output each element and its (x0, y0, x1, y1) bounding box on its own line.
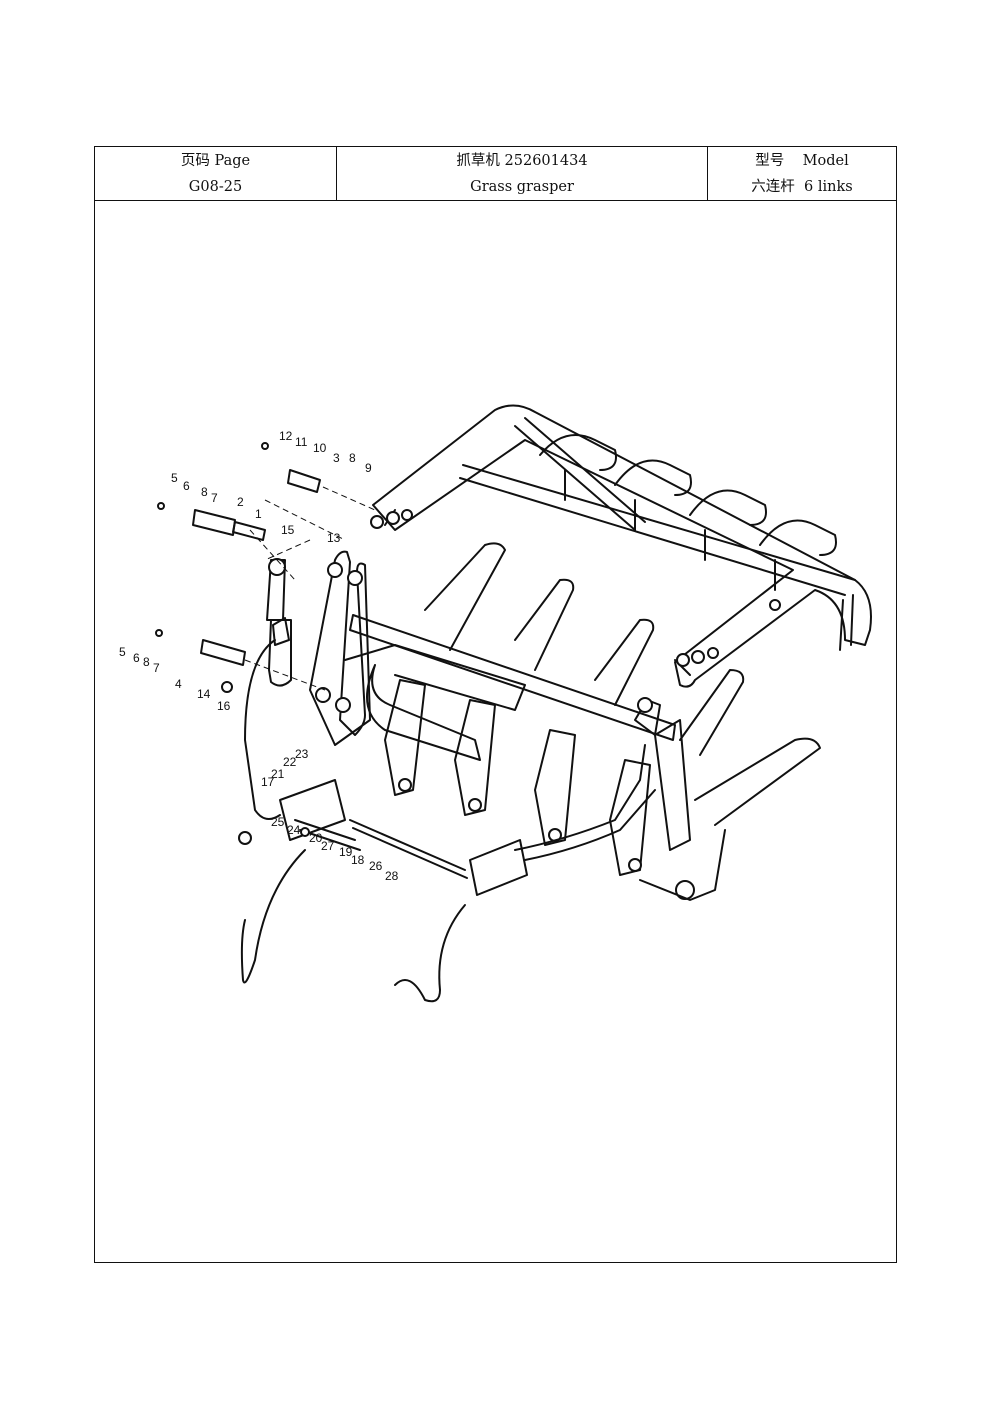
hydraulic-cylinder (266, 558, 661, 736)
callout-2: 2 (237, 495, 244, 509)
callout-3: 3 (333, 451, 340, 465)
exploded-view-drawing: 1 2 3 4 5 6 7 8 9 10 11 12 13 14 15 16 1… (95, 200, 895, 1262)
callout-20: 20 (309, 831, 323, 845)
callout-5: 5 (171, 471, 178, 485)
callout-16: 16 (217, 699, 231, 713)
callout-labels: 1 2 3 4 5 6 7 8 9 10 11 12 13 14 15 16 1… (119, 429, 399, 883)
callout-19: 19 (339, 845, 353, 859)
lower-fork-frame (309, 542, 821, 901)
model-cell: 型号 Model 六连杆 6 links (707, 147, 896, 200)
callout-24: 24 (287, 823, 301, 837)
callout-10: 10 (313, 441, 327, 455)
callout-8b: 8 (143, 655, 150, 669)
hoses (240, 639, 656, 1003)
callout-8c: 8 (349, 451, 356, 465)
callout-5b: 5 (119, 645, 126, 659)
callout-14: 14 (197, 687, 211, 701)
callout-27: 27 (321, 839, 335, 853)
model-label: 型号 Model (755, 152, 849, 169)
title-english: Grass grasper (470, 178, 574, 195)
callout-21: 21 (271, 767, 285, 781)
valve-blocks (238, 779, 528, 896)
callout-22: 22 (283, 755, 297, 769)
callout-17: 17 (261, 775, 275, 789)
callout-1: 1 (255, 507, 262, 521)
callout-18: 18 (351, 853, 365, 867)
header-table: 页码 Page G08-25 抓草机 252601434 Grass grasp… (95, 147, 896, 201)
callout-25: 25 (271, 815, 285, 829)
callout-23: 23 (295, 747, 309, 761)
callout-28: 28 (385, 869, 399, 883)
callout-6b: 6 (133, 651, 140, 665)
callout-7: 7 (211, 491, 218, 505)
exploded-view-svg: 1 2 3 4 5 6 7 8 9 10 11 12 13 14 15 16 1… (119, 404, 872, 1003)
callout-26: 26 (369, 859, 383, 873)
callout-12: 12 (279, 429, 293, 443)
title-cell: 抓草机 252601434 Grass grasper (336, 147, 707, 200)
callout-7b: 7 (153, 661, 160, 675)
callout-15: 15 (281, 523, 295, 537)
callout-13: 13 (327, 531, 341, 545)
callout-9: 9 (365, 461, 372, 475)
page-value: G08-25 (188, 178, 243, 195)
parts-sheet: 页码 Page G08-25 抓草机 252601434 Grass grasp… (94, 146, 897, 1263)
callout-4: 4 (175, 677, 182, 691)
upper-arm-frame (370, 404, 872, 688)
loose-parts (155, 442, 376, 693)
callout-11: 11 (295, 435, 308, 449)
callout-6: 6 (183, 479, 190, 493)
title-chinese: 抓草机 252601434 (456, 152, 588, 169)
page-cell: 页码 Page G08-25 (95, 147, 336, 200)
callout-8: 8 (201, 485, 208, 499)
model-value: 六连杆 6 links (751, 178, 853, 195)
page-label: 页码 Page (180, 152, 251, 169)
